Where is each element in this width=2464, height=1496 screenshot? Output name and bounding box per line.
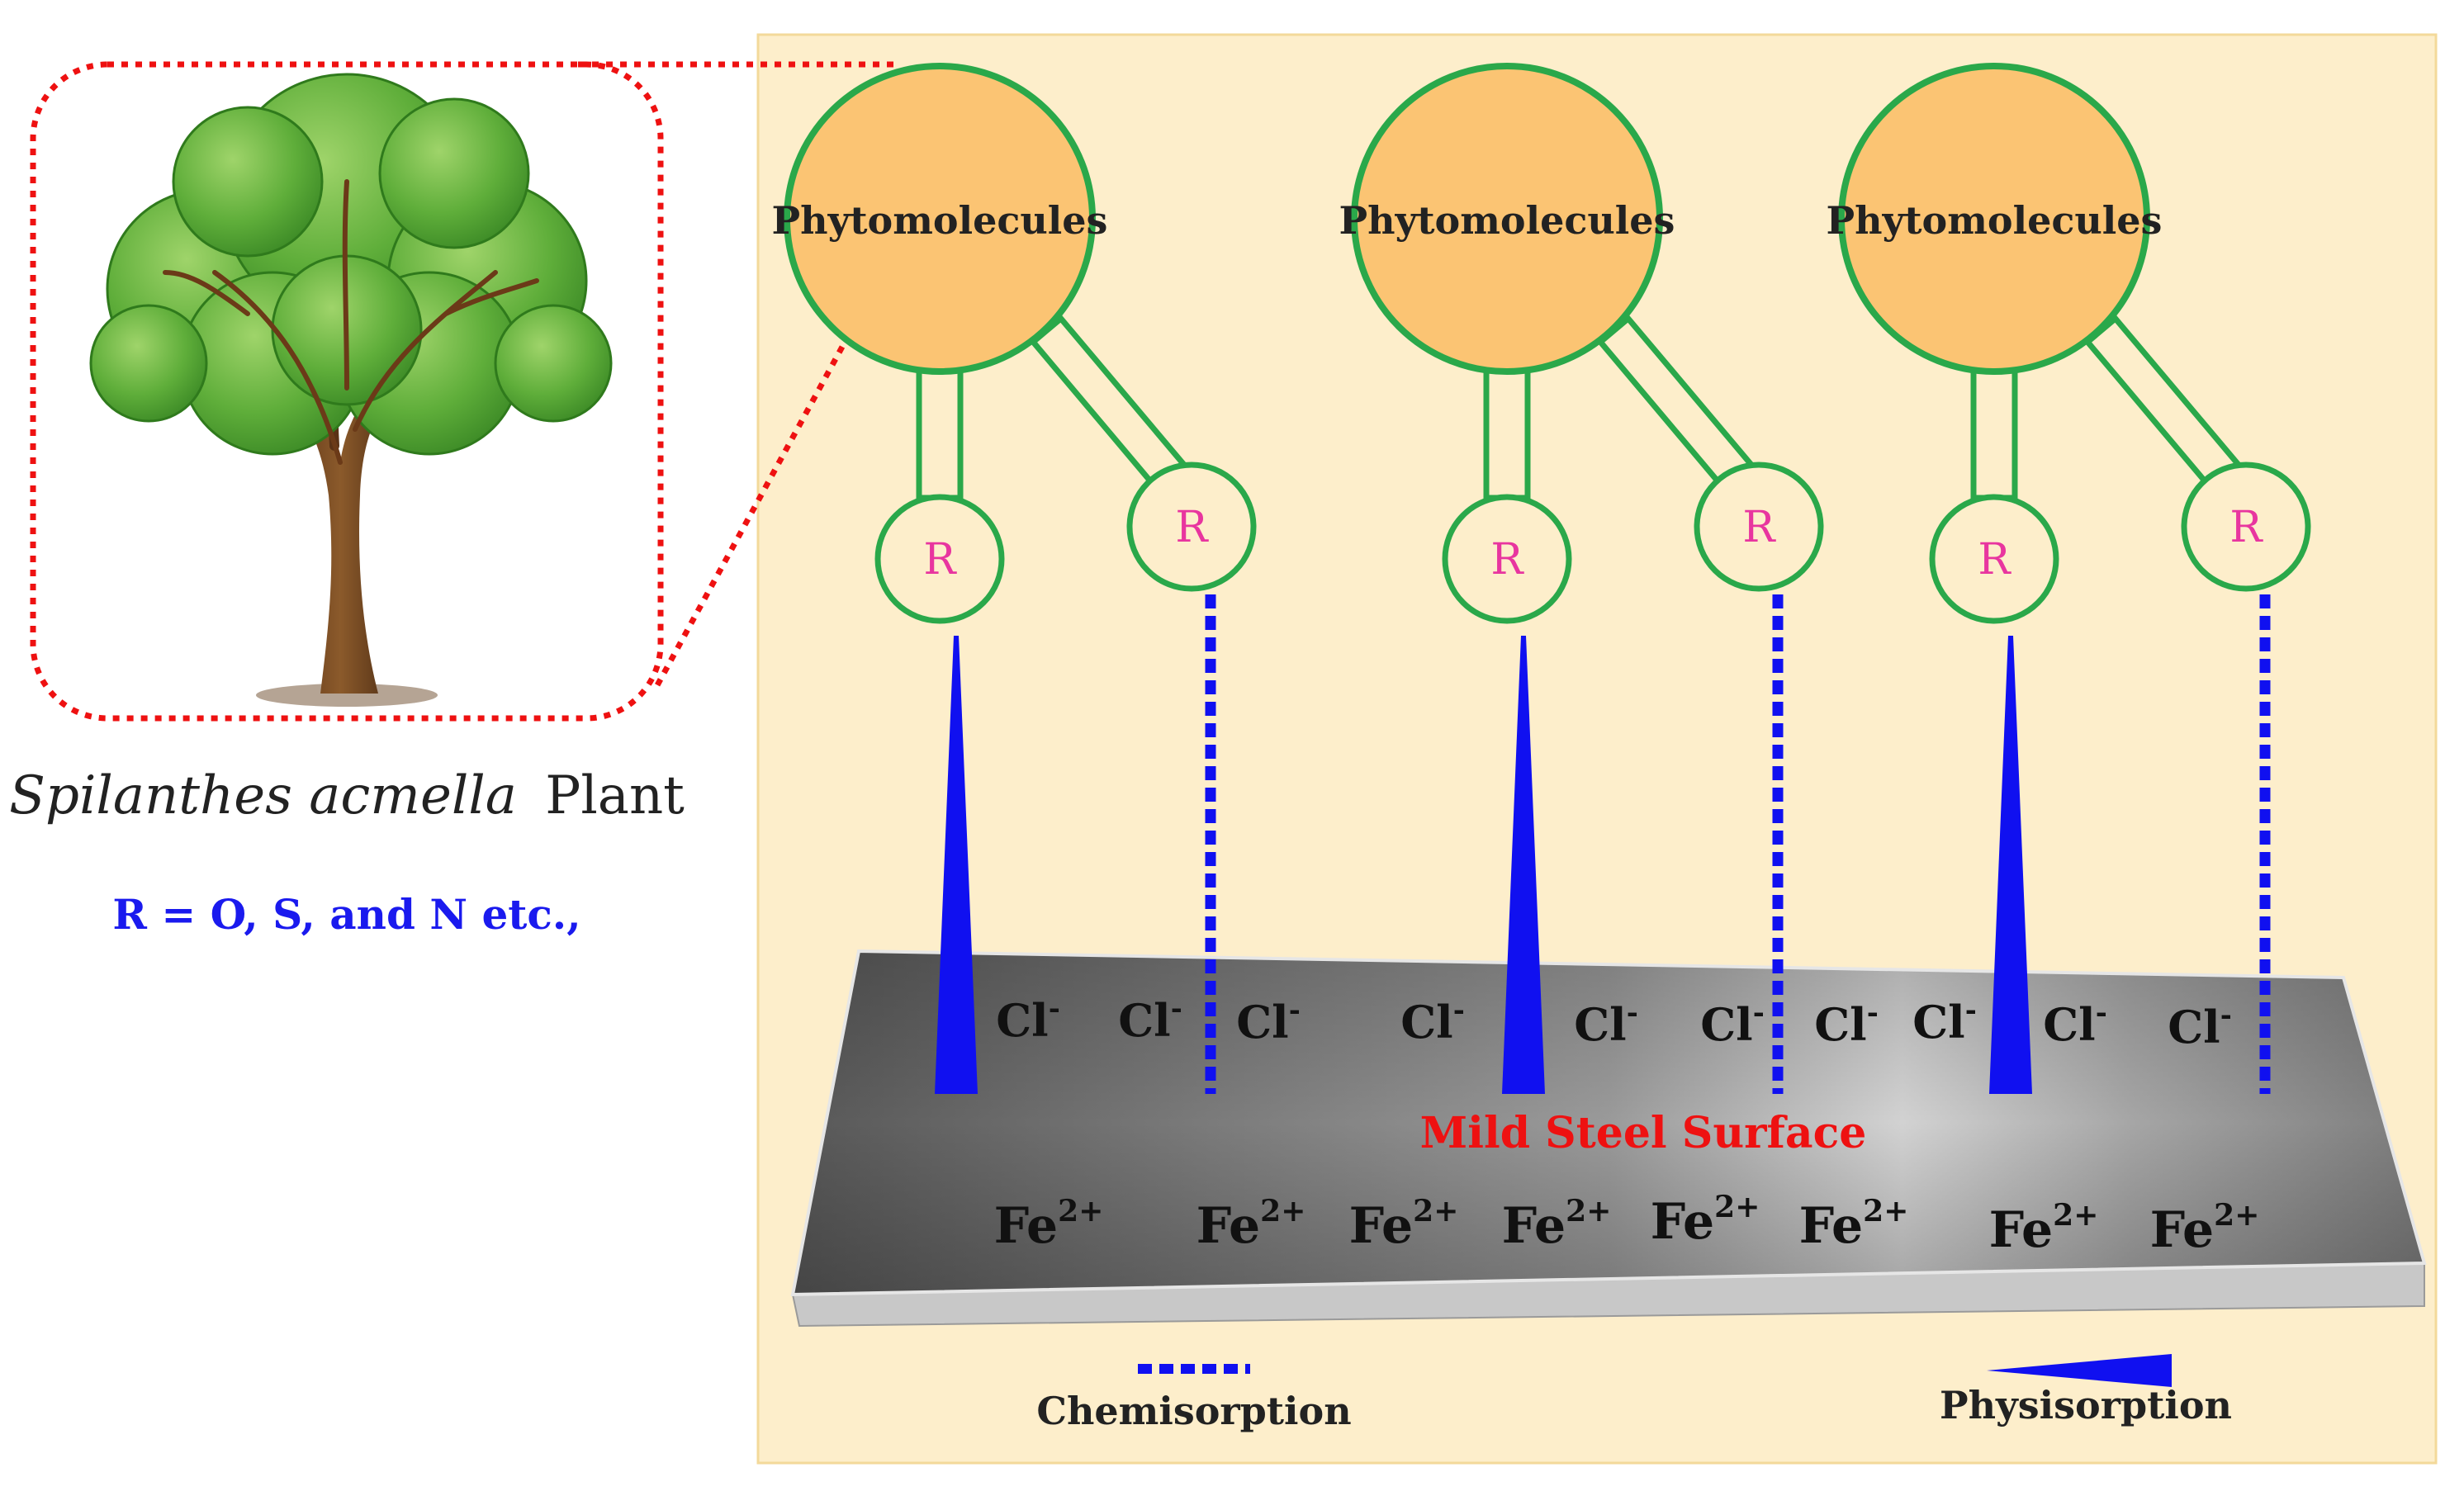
tree-trunk xyxy=(281,372,400,694)
tree-inner-branches xyxy=(163,179,539,465)
physisorption-label: Physisorption xyxy=(1940,1383,2232,1427)
legend: Chemisorption Physisorption xyxy=(1036,1354,2232,1433)
iron-ion: Fe2+ xyxy=(1799,1194,1909,1255)
r-group-right xyxy=(2181,462,2311,592)
r-group-left xyxy=(874,494,1005,624)
r-group-right-label: R xyxy=(1175,503,1209,552)
phytomolecule-circle xyxy=(784,63,1096,375)
chloride-ion: Cl- xyxy=(1118,992,1182,1047)
steel-plate-rim xyxy=(790,949,2427,1297)
chloride-ion: Cl- xyxy=(2168,999,2232,1053)
plant-word: Plant xyxy=(545,765,685,826)
iron-ion: Fe2+ xyxy=(1196,1194,1306,1255)
r-group-right xyxy=(1694,462,1824,592)
r-group-left-label: R xyxy=(1978,535,2011,585)
plant-caption: Spilanthes acmella Plant xyxy=(9,765,685,826)
physisorption-bond xyxy=(1989,636,2032,1094)
phytomolecule-circle xyxy=(1838,63,2150,375)
physisorption-bond xyxy=(935,636,978,1094)
physisorption-bond xyxy=(1502,636,1545,1094)
r-group-right-label: R xyxy=(1742,503,1776,552)
r-group-right xyxy=(1126,462,1257,592)
r-group-left xyxy=(1929,494,2059,624)
physisorption-legend-wedge xyxy=(1987,1354,2172,1387)
r-group-right-label: R xyxy=(2229,503,2263,552)
iron-ion: Fe2+ xyxy=(1989,1198,2099,1259)
plant-species-name: Spilanthes acmella xyxy=(9,765,517,826)
r-group-left xyxy=(1442,494,1572,624)
chemisorption-label: Chemisorption xyxy=(1036,1389,1351,1433)
phytomolecule-label: Phytomolecules xyxy=(772,198,1108,243)
phytomolecule-group: PhytomoleculesRRPhytomoleculesRRPhytomol… xyxy=(772,63,2311,1094)
phytomolecule-label: Phytomolecules xyxy=(1827,198,2163,243)
zoom-connector xyxy=(578,61,900,687)
r-group-left-label: R xyxy=(923,535,957,585)
tree-illustration xyxy=(89,73,613,707)
tree-foliage xyxy=(89,73,613,456)
surface-label: Mild Steel Surface xyxy=(1420,1108,1867,1158)
phytomolecule-circle xyxy=(1351,63,1663,375)
r-group-left-label: R xyxy=(1490,535,1524,585)
r-definition-note: R = O, S, and N etc., xyxy=(112,890,580,939)
iron-ion: Fe2+ xyxy=(2150,1198,2260,1259)
phytomolecule-label: Phytomolecules xyxy=(1339,198,1675,243)
plant-frame xyxy=(30,61,664,722)
tree-shadow xyxy=(256,684,438,707)
